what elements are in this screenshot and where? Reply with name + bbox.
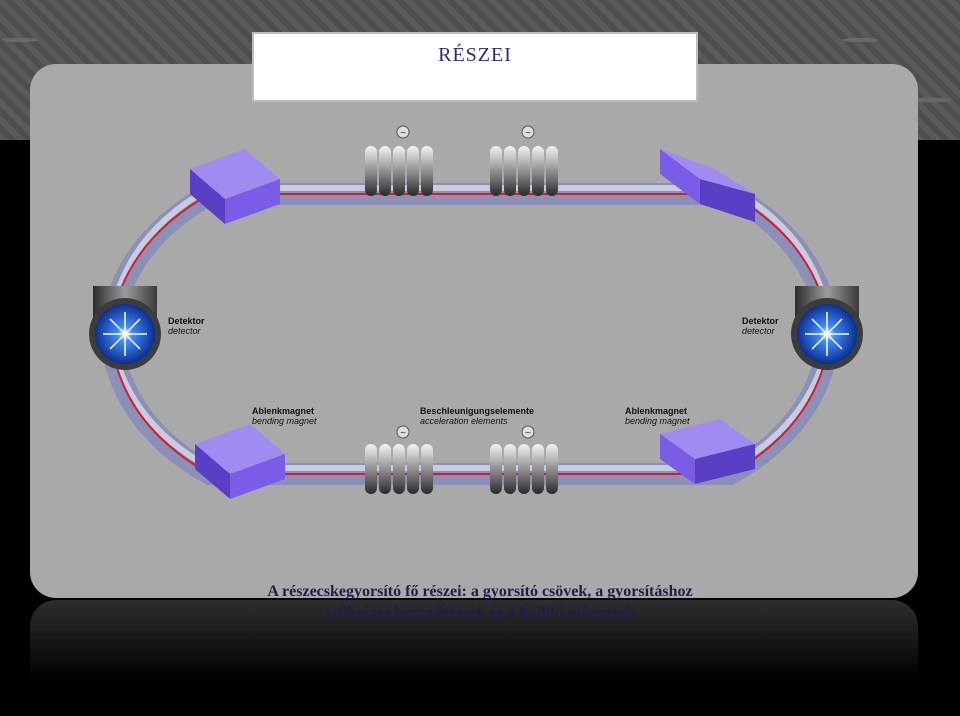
ac-symbol-icon: ~ [525, 428, 531, 439]
bending-magnet-top-left [190, 149, 280, 224]
label-bending-right: Ablenkmagnet [625, 406, 687, 416]
caption-line-1: A részecskegyorsító fő részei: a gyorsít… [267, 583, 693, 600]
diagram-panel: ~ ~ ~ ~ [30, 64, 918, 598]
ac-symbol-icon: ~ [400, 428, 406, 439]
accelerator-diagram: ~ ~ ~ ~ [89, 125, 863, 499]
label-acceleration: Beschleunigungselemente [420, 406, 534, 416]
detector-right [791, 286, 863, 370]
label-bending-right-sub: bending magnet [625, 416, 690, 426]
title-box: RÉSZEI [252, 32, 698, 102]
acceleration-element-top-right [490, 146, 558, 196]
label-detector-right-sub: detector [742, 326, 776, 336]
bending-magnet-bottom-right [660, 419, 755, 484]
label-detector-left-sub: detector [168, 326, 202, 336]
detector-left [89, 286, 161, 370]
label-bending-left-sub: bending magnet [252, 416, 317, 426]
bending-magnet-bottom-left [195, 424, 285, 499]
ac-symbol-icon: ~ [525, 128, 531, 139]
page-title: RÉSZEI [438, 44, 512, 66]
panel-reflection [30, 600, 918, 716]
caption-line-2: szükséges berendezések és a hajlító mágn… [324, 604, 636, 621]
ac-source-icons: ~ ~ ~ ~ [396, 125, 535, 439]
bending-magnet-top-right [660, 149, 755, 222]
label-bending-left: Ablenkmagnet [252, 406, 314, 416]
acceleration-element-bottom-right [490, 444, 558, 494]
acceleration-element-top-left [365, 146, 433, 196]
acceleration-element-bottom-left [365, 444, 433, 494]
label-detector-right: Detektor [742, 316, 779, 326]
label-detector-left: Detektor [168, 316, 205, 326]
label-acceleration-sub: acceleration elements [420, 416, 508, 426]
ac-symbol-icon: ~ [400, 128, 406, 139]
